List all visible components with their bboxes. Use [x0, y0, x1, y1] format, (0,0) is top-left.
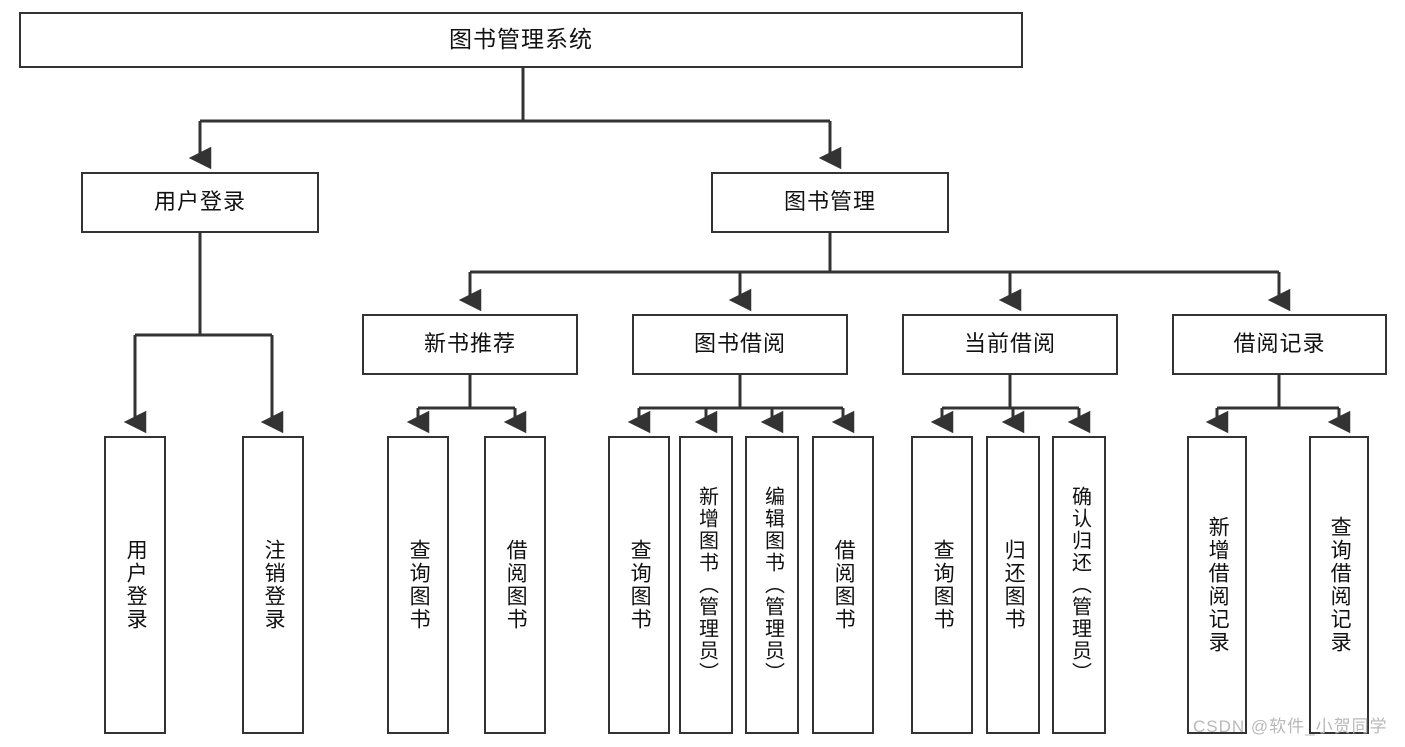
leaf-query-borrow-record[interactable]: 查询借阅记录: [1309, 436, 1369, 734]
leaf-add-borrow-record-label: 新增借阅记录: [1206, 516, 1230, 654]
node-borrow-records[interactable]: 借阅记录: [1172, 314, 1387, 375]
leaf-borrow-book-recommend-label: 借阅图书: [504, 539, 528, 631]
leaf-return-book[interactable]: 归还图书: [986, 436, 1040, 734]
leaf-confirm-return-admin-label: 确认归还（管理员）: [1068, 486, 1091, 684]
node-book-borrow[interactable]: 图书借阅: [632, 314, 848, 375]
leaf-add-borrow-record[interactable]: 新增借阅记录: [1187, 436, 1247, 734]
leaf-query-book-recommend[interactable]: 查询图书: [387, 436, 449, 734]
node-user-login-label: 用户登录: [153, 189, 246, 215]
leaf-add-book-admin[interactable]: 新增图书（管理员）: [679, 436, 733, 734]
leaf-query-book-borrow-label: 查询图书: [628, 539, 652, 631]
node-root-label: 图书管理系统: [449, 26, 593, 53]
node-current-borrow[interactable]: 当前借阅: [902, 314, 1118, 375]
csdn-watermark: CSDN @软件_小贺同学: [1193, 717, 1388, 736]
node-book-management[interactable]: 图书管理: [711, 172, 949, 233]
leaf-query-borrow-record-label: 查询借阅记录: [1328, 516, 1352, 654]
node-user-login[interactable]: 用户登录: [81, 172, 319, 233]
leaf-edit-book-admin-label: 编辑图书（管理员）: [761, 486, 784, 684]
leaf-query-book-current[interactable]: 查询图书: [911, 436, 973, 734]
node-root[interactable]: 图书管理系统: [19, 12, 1023, 68]
node-current-borrow-label: 当前借阅: [963, 331, 1056, 357]
leaf-return-book-label: 归还图书: [1002, 539, 1026, 631]
leaf-query-book-recommend-label: 查询图书: [407, 539, 431, 631]
leaf-logout[interactable]: 注销登录: [242, 436, 304, 734]
leaf-confirm-return-admin[interactable]: 确认归还（管理员）: [1052, 436, 1106, 734]
node-new-book-recommend[interactable]: 新书推荐: [362, 314, 578, 375]
node-book-borrow-label: 图书借阅: [693, 331, 786, 357]
leaf-logout-label: 注销登录: [262, 539, 286, 631]
node-book-management-label: 图书管理: [783, 189, 876, 215]
leaf-query-book-borrow[interactable]: 查询图书: [608, 436, 670, 734]
leaf-borrow-book-label: 借阅图书: [832, 539, 856, 631]
node-new-book-recommend-label: 新书推荐: [423, 331, 516, 357]
leaf-borrow-book[interactable]: 借阅图书: [812, 436, 874, 734]
leaf-user-login[interactable]: 用户登录: [104, 436, 166, 734]
node-borrow-records-label: 借阅记录: [1233, 331, 1326, 357]
leaf-add-book-admin-label: 新增图书（管理员）: [695, 486, 718, 684]
leaf-edit-book-admin[interactable]: 编辑图书（管理员）: [745, 436, 799, 734]
leaf-query-book-current-label: 查询图书: [931, 539, 955, 631]
leaf-borrow-book-recommend[interactable]: 借阅图书: [484, 436, 546, 734]
leaf-user-login-label: 用户登录: [124, 539, 148, 631]
